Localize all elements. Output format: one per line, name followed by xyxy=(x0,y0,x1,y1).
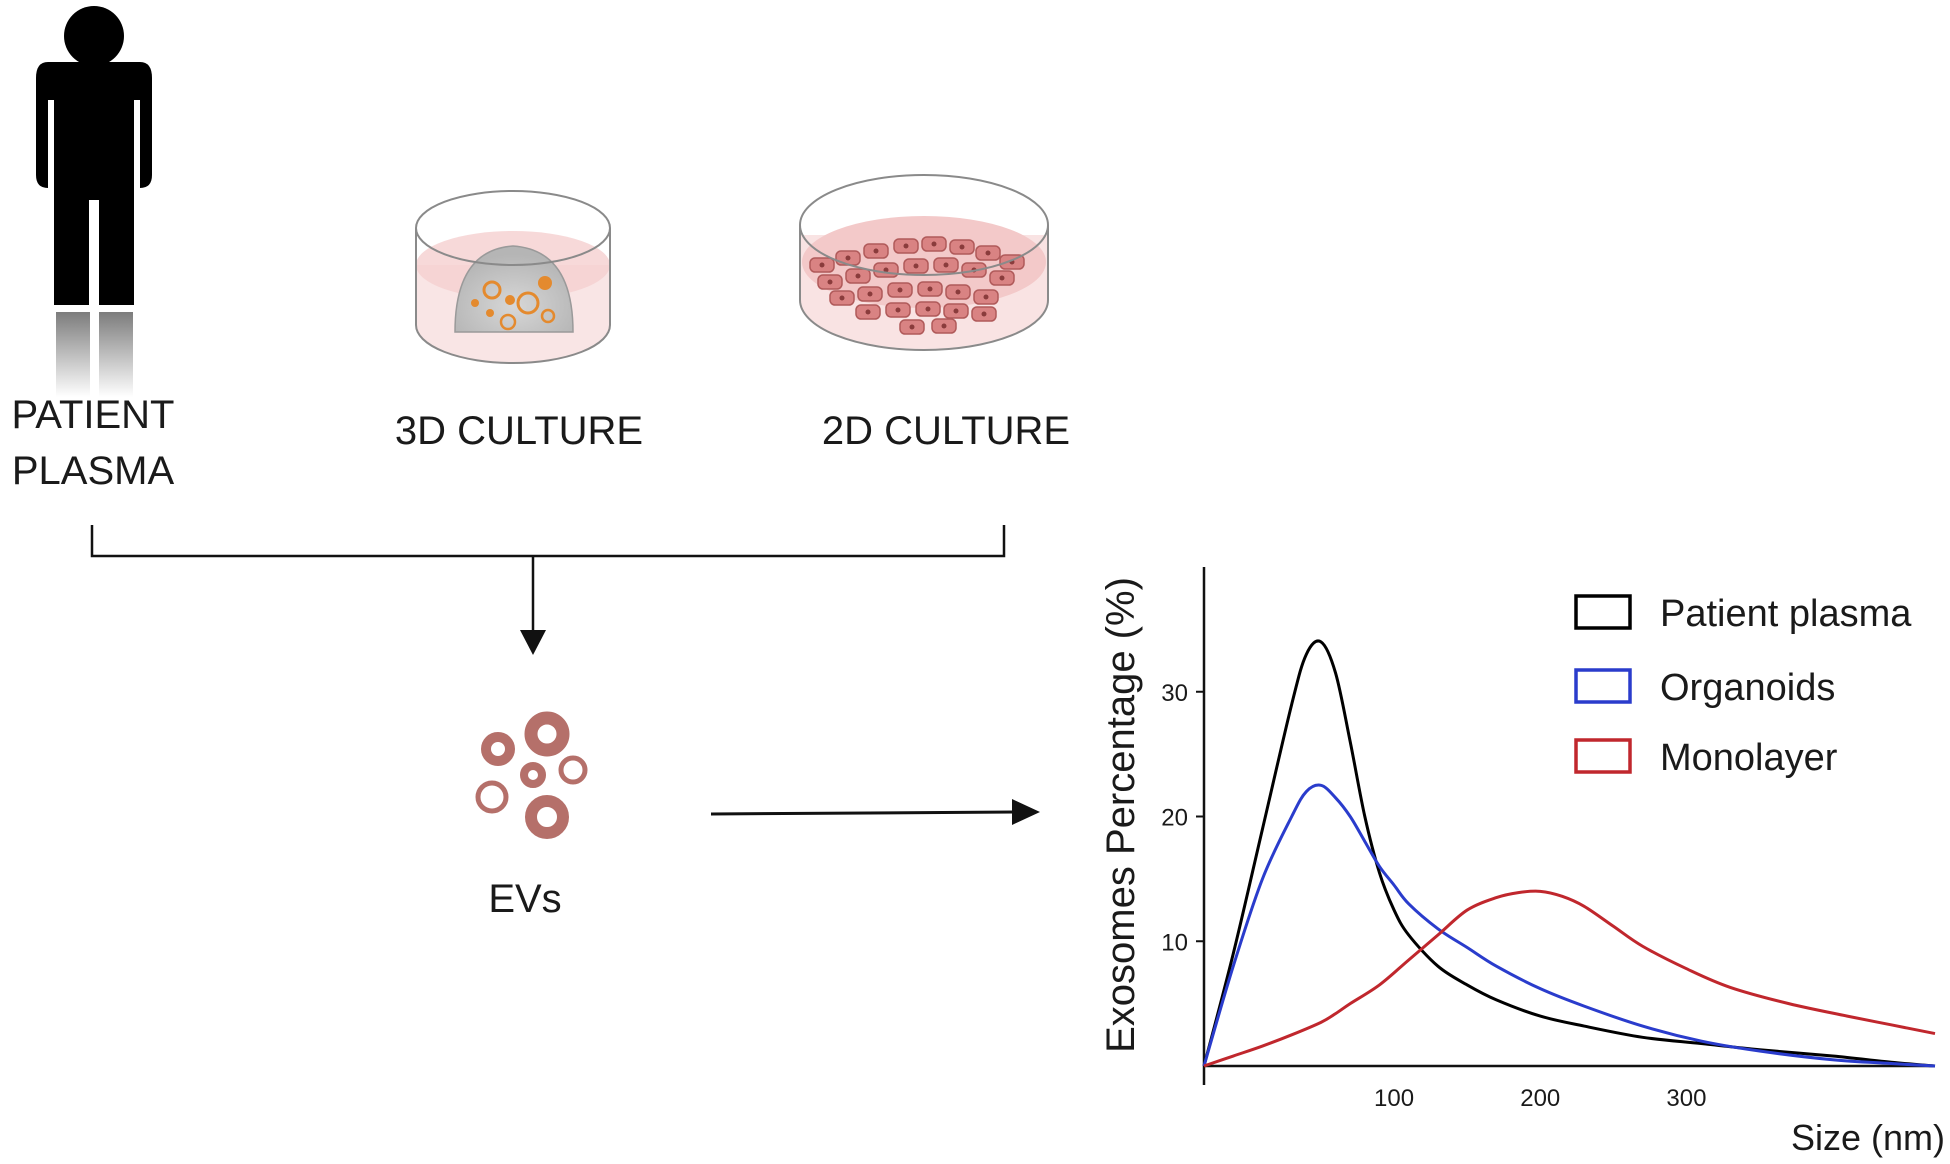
chart-series xyxy=(1202,639,1936,1068)
chart-axes xyxy=(1202,567,1935,1085)
chart-ticks: 10 20 30 100 200 300 xyxy=(1161,680,1706,1112)
x-axis-label: Size (nm) xyxy=(1791,1117,1945,1158)
patient-plasma-label-line1: PATIENT xyxy=(12,393,175,437)
cell-icon xyxy=(943,303,969,319)
series-line-organoids xyxy=(1202,783,1936,1068)
x-tick-label: 200 xyxy=(1520,1085,1560,1112)
cell-icon xyxy=(921,236,947,252)
size-distribution-chart: 10 20 30 100 200 300 Patient plasmaOrganoidsM… xyxy=(1099,567,1945,1158)
cell-icon xyxy=(903,258,929,274)
cell-icon xyxy=(973,289,999,305)
series-line-patient-plasma xyxy=(1202,639,1936,1068)
right-arrow xyxy=(710,799,1040,825)
legend-swatch xyxy=(1574,668,1632,704)
extracellular-vesicles-icon xyxy=(475,711,588,839)
cell-icon xyxy=(931,318,957,334)
cell-icon xyxy=(835,250,861,266)
cell-icon xyxy=(873,262,899,278)
legend-swatch xyxy=(1574,594,1632,630)
cell-icon xyxy=(915,301,941,317)
cell-icon xyxy=(917,281,943,297)
merge-bracket xyxy=(90,525,1006,632)
person-icon xyxy=(36,6,152,305)
evs-label: EVs xyxy=(488,877,561,921)
cell-icon xyxy=(949,239,975,255)
y-axis-label: Exosomes Percentage (%) xyxy=(1099,577,1143,1053)
legend-swatch xyxy=(1574,738,1632,774)
cell-icon xyxy=(945,284,971,300)
cell-icon xyxy=(857,286,883,302)
cell-icon xyxy=(971,306,997,322)
cell-icon xyxy=(829,290,855,306)
cell-icon xyxy=(817,274,843,290)
x-tick-label: 100 xyxy=(1374,1085,1414,1112)
cell-icon xyxy=(855,304,881,320)
y-tick-label: 30 xyxy=(1161,680,1188,707)
legend-label: Organoids xyxy=(1660,667,1835,709)
cell-icon xyxy=(893,238,919,254)
cell-icon xyxy=(809,257,835,273)
2d-culture-dish-icon xyxy=(799,174,1049,351)
down-arrow-head xyxy=(520,630,546,655)
legend-label: Patient plasma xyxy=(1660,593,1912,635)
cell-icon xyxy=(885,302,911,318)
y-tick-label: 10 xyxy=(1161,929,1188,956)
cell-icon xyxy=(933,257,959,273)
y-tick-label: 20 xyxy=(1161,805,1188,832)
3d-culture-label: 3D CULTURE xyxy=(395,409,643,453)
x-tick-label: 300 xyxy=(1666,1085,1706,1112)
cell-icon xyxy=(887,282,913,298)
cell-icon xyxy=(989,270,1015,286)
cell-icon xyxy=(845,268,871,284)
cell-icon xyxy=(899,319,925,335)
legend-label: Monolayer xyxy=(1660,737,1838,779)
cell-icon xyxy=(863,243,889,259)
3d-culture-dish-icon xyxy=(415,190,611,364)
series-line-monolayer xyxy=(1203,889,1936,1068)
2d-culture-label: 2D CULTURE xyxy=(822,409,1070,453)
cell-icon xyxy=(975,245,1001,261)
person-reflection xyxy=(56,312,133,397)
patient-plasma-label-line2: PLASMA xyxy=(12,449,175,493)
